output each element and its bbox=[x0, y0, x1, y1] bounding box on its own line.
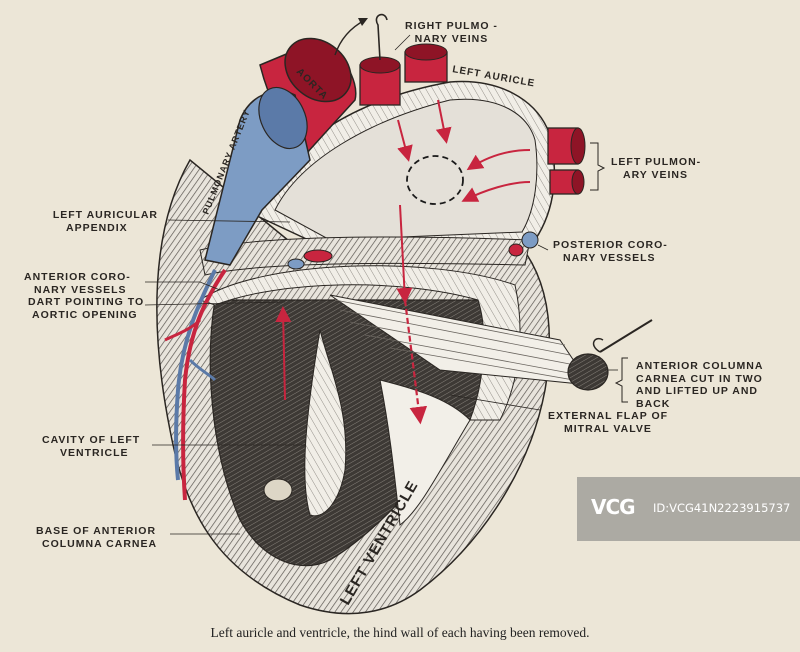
posterior-coronary-red bbox=[508, 243, 524, 257]
label-line: NARY VESSELS bbox=[563, 251, 656, 264]
label-line: BASE OF ANTERIOR bbox=[36, 525, 157, 537]
label-cavity-left-ventricle: CAVITY OF LEFT VENTRICLE bbox=[42, 434, 140, 459]
label-line: AND LIFTED UP AND bbox=[636, 385, 758, 397]
label-left-auricular-appendix: LEFT AURICULAR APPENDIX bbox=[42, 209, 158, 234]
label-line: RIGHT PULMO - bbox=[405, 20, 498, 32]
label-posterior-coronary-vessels: POSTERIOR CORO- NARY VESSELS bbox=[553, 239, 668, 264]
label-line: LEFT AURICULAR bbox=[52, 209, 158, 221]
label-anterior-columna-carnea: ANTERIOR COLUMNA CARNEA CUT IN TWO AND L… bbox=[636, 360, 763, 410]
label-line: COLUMNA CARNEA bbox=[42, 537, 158, 550]
label-line: CAVITY OF LEFT bbox=[42, 434, 141, 446]
label-anterior-coronary-vessels: ANTERIOR CORO- NARY VESSELS bbox=[24, 271, 131, 296]
watermark-logo: VCG bbox=[591, 495, 636, 519]
figure-caption: Left auricle and ventricle, the hind wal… bbox=[210, 625, 590, 640]
label-line: CARNEA CUT IN TWO bbox=[636, 372, 763, 385]
label-line: LEFT PULMON- bbox=[611, 156, 702, 168]
label-line: AORTIC OPENING bbox=[32, 308, 138, 321]
label-right-pulmonary-veins: RIGHT PULMO - NARY VEINS bbox=[405, 20, 498, 45]
label-left-pulmonary-veins: LEFT PULMON- ARY VEINS bbox=[611, 156, 701, 181]
label-line: NARY VESSELS bbox=[34, 283, 127, 296]
muscle-oval bbox=[263, 478, 293, 502]
label-external-flap: EXTERNAL FLAP OF MITRAL VALVE bbox=[548, 410, 668, 435]
ventricle-rim bbox=[198, 265, 521, 421]
posterior-coronary-blue bbox=[521, 231, 539, 249]
aorta-opening bbox=[284, 37, 352, 103]
watermark-id: ID:VCG41N2223915737 bbox=[653, 501, 791, 515]
label-dart-pointing: DART POINTING TO AORTIC OPENING bbox=[28, 296, 144, 321]
top-arrow bbox=[334, 19, 366, 56]
papillary-muscle bbox=[304, 329, 347, 517]
pulmonary-artery-opening bbox=[258, 86, 308, 150]
label-base-anterior-columna: BASE OF ANTERIOR COLUMNA CARNEA bbox=[36, 525, 157, 550]
label-line: VENTRICLE bbox=[60, 446, 129, 459]
label-line: BACK bbox=[636, 397, 671, 410]
label-line: POSTERIOR CORO- bbox=[553, 239, 668, 251]
watermark: VCG ID:VCG41N2223915737 bbox=[577, 477, 800, 541]
foramen-ovale bbox=[406, 155, 464, 205]
anterior-coronary-vein bbox=[174, 269, 217, 481]
auriculo-ventricular-band bbox=[199, 236, 531, 276]
label-line: NARY VEINS bbox=[414, 32, 489, 45]
label-line: ANTERIOR CORO- bbox=[24, 271, 131, 283]
label-line: MITRAL VALVE bbox=[564, 422, 652, 435]
label-line: EXTERNAL FLAP OF bbox=[548, 410, 669, 422]
label-line: APPENDIX bbox=[66, 221, 128, 234]
label-line: DART POINTING TO bbox=[28, 296, 145, 308]
label-line: ARY VEINS bbox=[623, 168, 689, 181]
brace-anterior-columna bbox=[614, 357, 628, 403]
mitral-valve-flap bbox=[379, 379, 471, 526]
dashed-flow-line bbox=[403, 299, 428, 425]
pin bbox=[599, 319, 653, 353]
blood-flow-arrows bbox=[275, 99, 531, 401]
brace-left-pulmonary bbox=[590, 142, 606, 191]
anterior-coronary-artery bbox=[181, 268, 227, 501]
label-line: ANTERIOR COLUMNA bbox=[636, 360, 764, 372]
auricle-inner-wall bbox=[274, 98, 538, 241]
top-pin bbox=[375, 13, 388, 61]
columna-carnea-cut bbox=[567, 353, 609, 391]
